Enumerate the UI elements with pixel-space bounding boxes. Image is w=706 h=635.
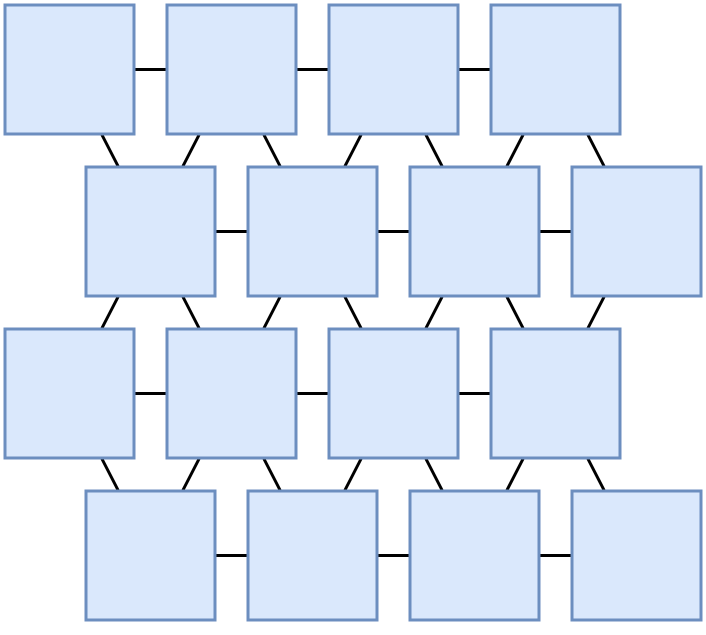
diagonal-connector — [181, 133, 201, 168]
diagonal-connector — [343, 133, 363, 168]
lattice-node-r1-c2 — [165, 3, 298, 136]
diagonal-connector — [100, 295, 120, 330]
lattice-node-r3-c3 — [327, 327, 460, 460]
lattice-node-r2-c2 — [246, 165, 379, 298]
diagonal-connector — [505, 295, 525, 330]
nodes-layer — [3, 3, 703, 622]
lattice-node-r4-c4 — [570, 489, 703, 622]
diagonal-connector — [505, 457, 525, 492]
lattice-node-r4-c3 — [408, 489, 541, 622]
lattice-node-r1-c1 — [3, 3, 136, 136]
lattice-node-r1-c4 — [489, 3, 622, 136]
lattice-node-r4-c1 — [84, 489, 217, 622]
diagonal-connector — [262, 457, 282, 492]
diagonal-connector — [586, 133, 606, 168]
diagonal-connector — [100, 457, 120, 492]
diagonal-connector — [343, 457, 363, 492]
diagonal-connector — [181, 295, 201, 330]
diagonal-connector — [181, 457, 201, 492]
lattice-node-r1-c3 — [327, 3, 460, 136]
lattice-node-r2-c1 — [84, 165, 217, 298]
lattice-node-r3-c1 — [3, 327, 136, 460]
lattice-node-r4-c2 — [246, 489, 379, 622]
diagonal-connector — [586, 295, 606, 330]
diagonal-connector — [100, 133, 120, 168]
lattice-node-r3-c4 — [489, 327, 622, 460]
diagonal-connector — [424, 133, 444, 168]
diagonal-connector — [343, 295, 363, 330]
diagonal-connector — [424, 295, 444, 330]
diagonal-connector — [505, 133, 525, 168]
lattice-node-r2-c3 — [408, 165, 541, 298]
diagonal-connector — [262, 295, 282, 330]
diagonal-connector — [586, 457, 606, 492]
diagonal-connector — [262, 133, 282, 168]
diagonal-connector — [424, 457, 444, 492]
connectors-layer — [100, 68, 606, 557]
lattice-node-r3-c2 — [165, 327, 298, 460]
lattice-node-r2-c4 — [570, 165, 703, 298]
